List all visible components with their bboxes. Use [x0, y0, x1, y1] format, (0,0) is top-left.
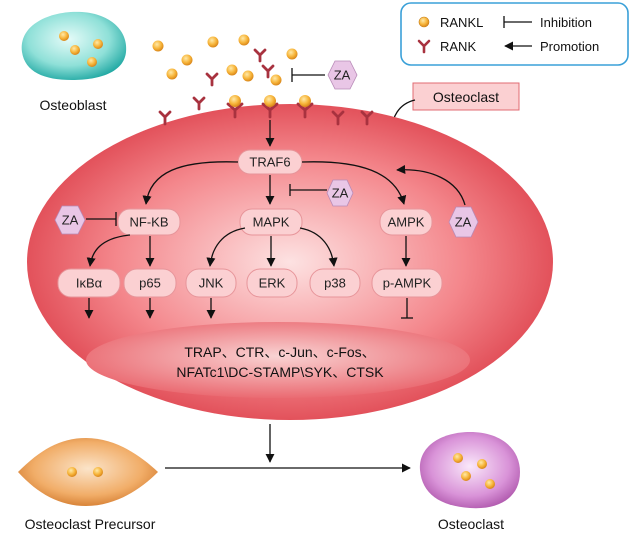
legend: RANKL RANK Inhibition Promotion	[400, 2, 629, 66]
rankl-ball	[453, 453, 463, 463]
pampk-node	[371, 268, 443, 298]
nfkb-label: NF-KB	[130, 214, 169, 229]
bound-rankl-ball	[229, 95, 241, 107]
jnk-node	[185, 268, 237, 298]
za-label: ZA	[332, 185, 349, 200]
nucleus-genes-line1: TRAP、CTR、c-Jun、c-Fos、	[184, 344, 375, 360]
za-label: ZA	[334, 67, 351, 82]
rankl-legend-icon	[418, 16, 430, 28]
bound-rankl-ball	[264, 95, 276, 107]
rank-receptor-icon	[261, 64, 275, 79]
osteoblast-cell	[21, 11, 127, 81]
nucleus	[86, 322, 470, 398]
pampk-label: p-AMPK	[383, 275, 432, 290]
rank-receptor-icon	[158, 110, 172, 126]
p65-label: p65	[139, 275, 161, 290]
rankl-ball	[152, 40, 164, 52]
arrow-nfkb-ikba	[86, 234, 131, 267]
ampk-label: AMPK	[388, 214, 425, 229]
rankl-ball	[477, 459, 487, 469]
erk-node	[246, 268, 298, 298]
osteoclast-box	[412, 82, 520, 111]
osteoclast-label: Osteoclast	[438, 516, 504, 532]
arrow-mapk-jnk	[206, 227, 246, 267]
legend-frame	[400, 2, 629, 66]
rankl-ball	[93, 39, 103, 49]
rankl-ball	[93, 467, 103, 477]
erk-label: ERK	[259, 275, 286, 290]
bound-rankl-ball	[299, 95, 311, 107]
mapk-node	[239, 208, 303, 236]
inhibition-symbol-icon	[503, 16, 532, 28]
arrow-traf6-ampk	[301, 161, 407, 205]
mapk-label: MAPK	[253, 214, 290, 229]
ikba-label: IκBα	[76, 275, 103, 290]
za-badge-ampk: ZA	[448, 206, 479, 238]
legend-inhibition-label: Inhibition	[540, 15, 592, 30]
rankl-ball	[87, 57, 97, 67]
rankl-ball	[181, 54, 193, 66]
rankl-ball	[270, 74, 282, 86]
rankl-ball	[286, 48, 298, 60]
rankl-ball	[238, 34, 250, 46]
rank-receptor-icon	[205, 72, 219, 87]
rankl-ball	[70, 45, 80, 55]
rankl-ball	[461, 471, 471, 481]
p38-label: p38	[324, 275, 346, 290]
rankl-ball	[242, 70, 254, 82]
arrow-traf6-nfkb	[142, 161, 239, 205]
rankl-ball	[67, 467, 77, 477]
rank-receptor-icon	[253, 48, 267, 63]
legend-promotion-label: Promotion	[540, 39, 599, 54]
za-badge-mapk: ZA	[326, 179, 354, 207]
legend-rankl-label: RANKL	[440, 15, 483, 30]
nucleus-genes-line2: NFATc1\DC-STAMP\SYK、CTSK	[176, 364, 384, 380]
precursor-label: Osteoclast Precursor	[25, 516, 156, 532]
rankl-ball	[485, 479, 495, 489]
rank-receptor-icon	[360, 110, 374, 126]
rankl-ball	[207, 36, 219, 48]
membrane-receptors	[158, 95, 374, 126]
rank-receptor-icon	[296, 102, 314, 119]
arrow-za-ampk	[396, 164, 466, 206]
arrow-mapk-p38	[299, 227, 338, 267]
za-label: ZA	[455, 214, 472, 229]
za-badge-nfkb: ZA	[54, 205, 86, 235]
traf6-label: TRAF6	[249, 154, 290, 169]
rank-receptor-icon	[226, 102, 244, 119]
rank-receptor-icon	[261, 102, 279, 119]
za-badge-top: ZA	[327, 60, 358, 90]
rank-legend-icon	[417, 39, 431, 54]
jnk-label: JNK	[199, 275, 224, 290]
ampk-node	[379, 208, 433, 236]
rankl-ball	[226, 64, 238, 76]
osteoblast-label: Osteoblast	[40, 97, 107, 113]
rank-receptor-icon	[331, 110, 345, 126]
rankl-cluster	[152, 34, 298, 86]
rankl-ball	[166, 68, 178, 80]
rank-cluster	[192, 48, 275, 111]
osteoclast-box-label: Osteoclast	[433, 89, 499, 105]
rankl-ball	[59, 31, 69, 41]
mature-osteoclast-cell	[419, 432, 520, 509]
za-label: ZA	[62, 212, 79, 227]
p38-node	[309, 268, 361, 298]
rank-receptor-icon	[192, 96, 206, 111]
legend-rank-label: RANK	[440, 39, 476, 54]
nfkb-node	[117, 208, 181, 236]
p65-node	[123, 268, 177, 298]
ikba-node	[57, 268, 121, 298]
osteoclast-precursor-cell	[18, 438, 158, 506]
